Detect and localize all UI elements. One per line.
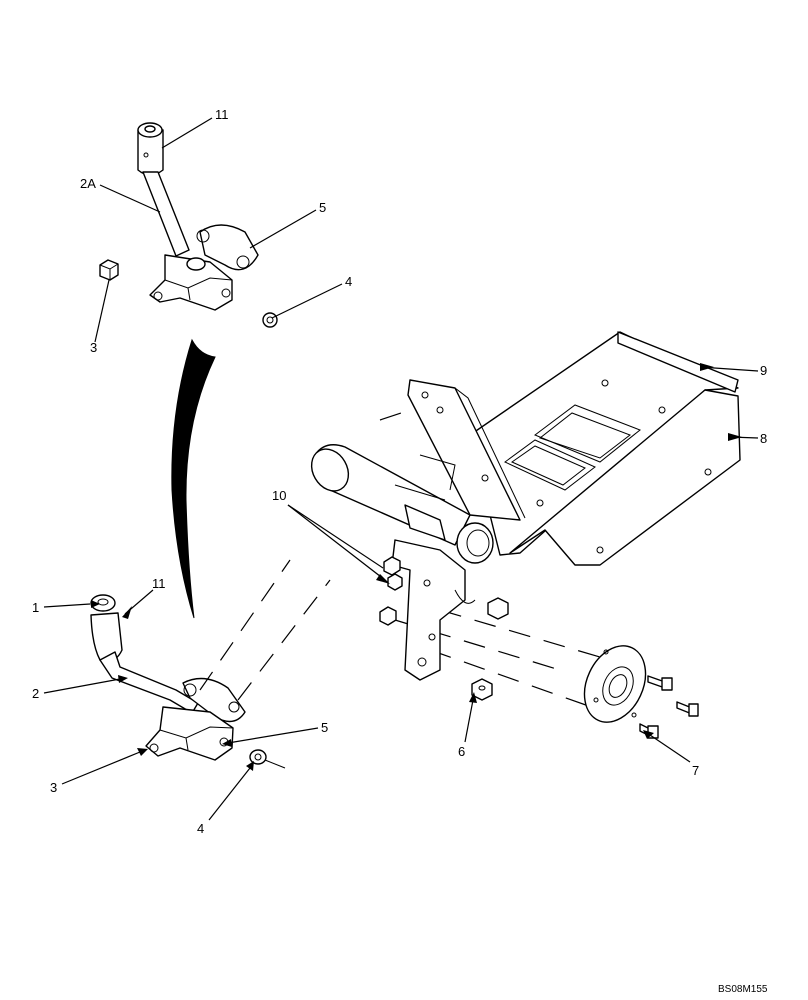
callout-2: 2 (32, 686, 39, 701)
console-frame-8 (469, 331, 741, 566)
callout-4-bottom: 4 (197, 821, 204, 836)
callout-10: 10 (272, 488, 286, 503)
leader-lines (43, 117, 759, 821)
callout-2a: 2A (80, 176, 96, 191)
fasteners (379, 556, 699, 739)
callout-5-bottom: 5 (321, 720, 328, 735)
callout-9: 9 (760, 363, 767, 378)
support-bracket (310, 379, 526, 681)
callout-6: 6 (458, 744, 465, 759)
callout-labels: 11 2A 5 4 3 9 8 10 11 1 2 5 3 4 6 7 (32, 107, 767, 836)
callout-4-top: 4 (345, 274, 352, 289)
callout-3-top: 3 (90, 340, 97, 355)
callout-5-top: 5 (319, 200, 326, 215)
callout-7: 7 (692, 763, 699, 778)
callout-1: 1 (32, 600, 39, 615)
drawing-code: BS08M155 (718, 984, 768, 995)
lever-assembly-2a (99, 122, 278, 328)
callout-8: 8 (760, 431, 767, 446)
assembly-dash-lines (199, 409, 611, 711)
alternate-indicator-arrow (171, 338, 216, 619)
callout-11-bottom: 11 (152, 576, 166, 591)
callout-11-top: 11 (215, 107, 229, 122)
callout-3-bottom: 3 (50, 780, 57, 795)
lever-assembly-2 (90, 594, 286, 769)
